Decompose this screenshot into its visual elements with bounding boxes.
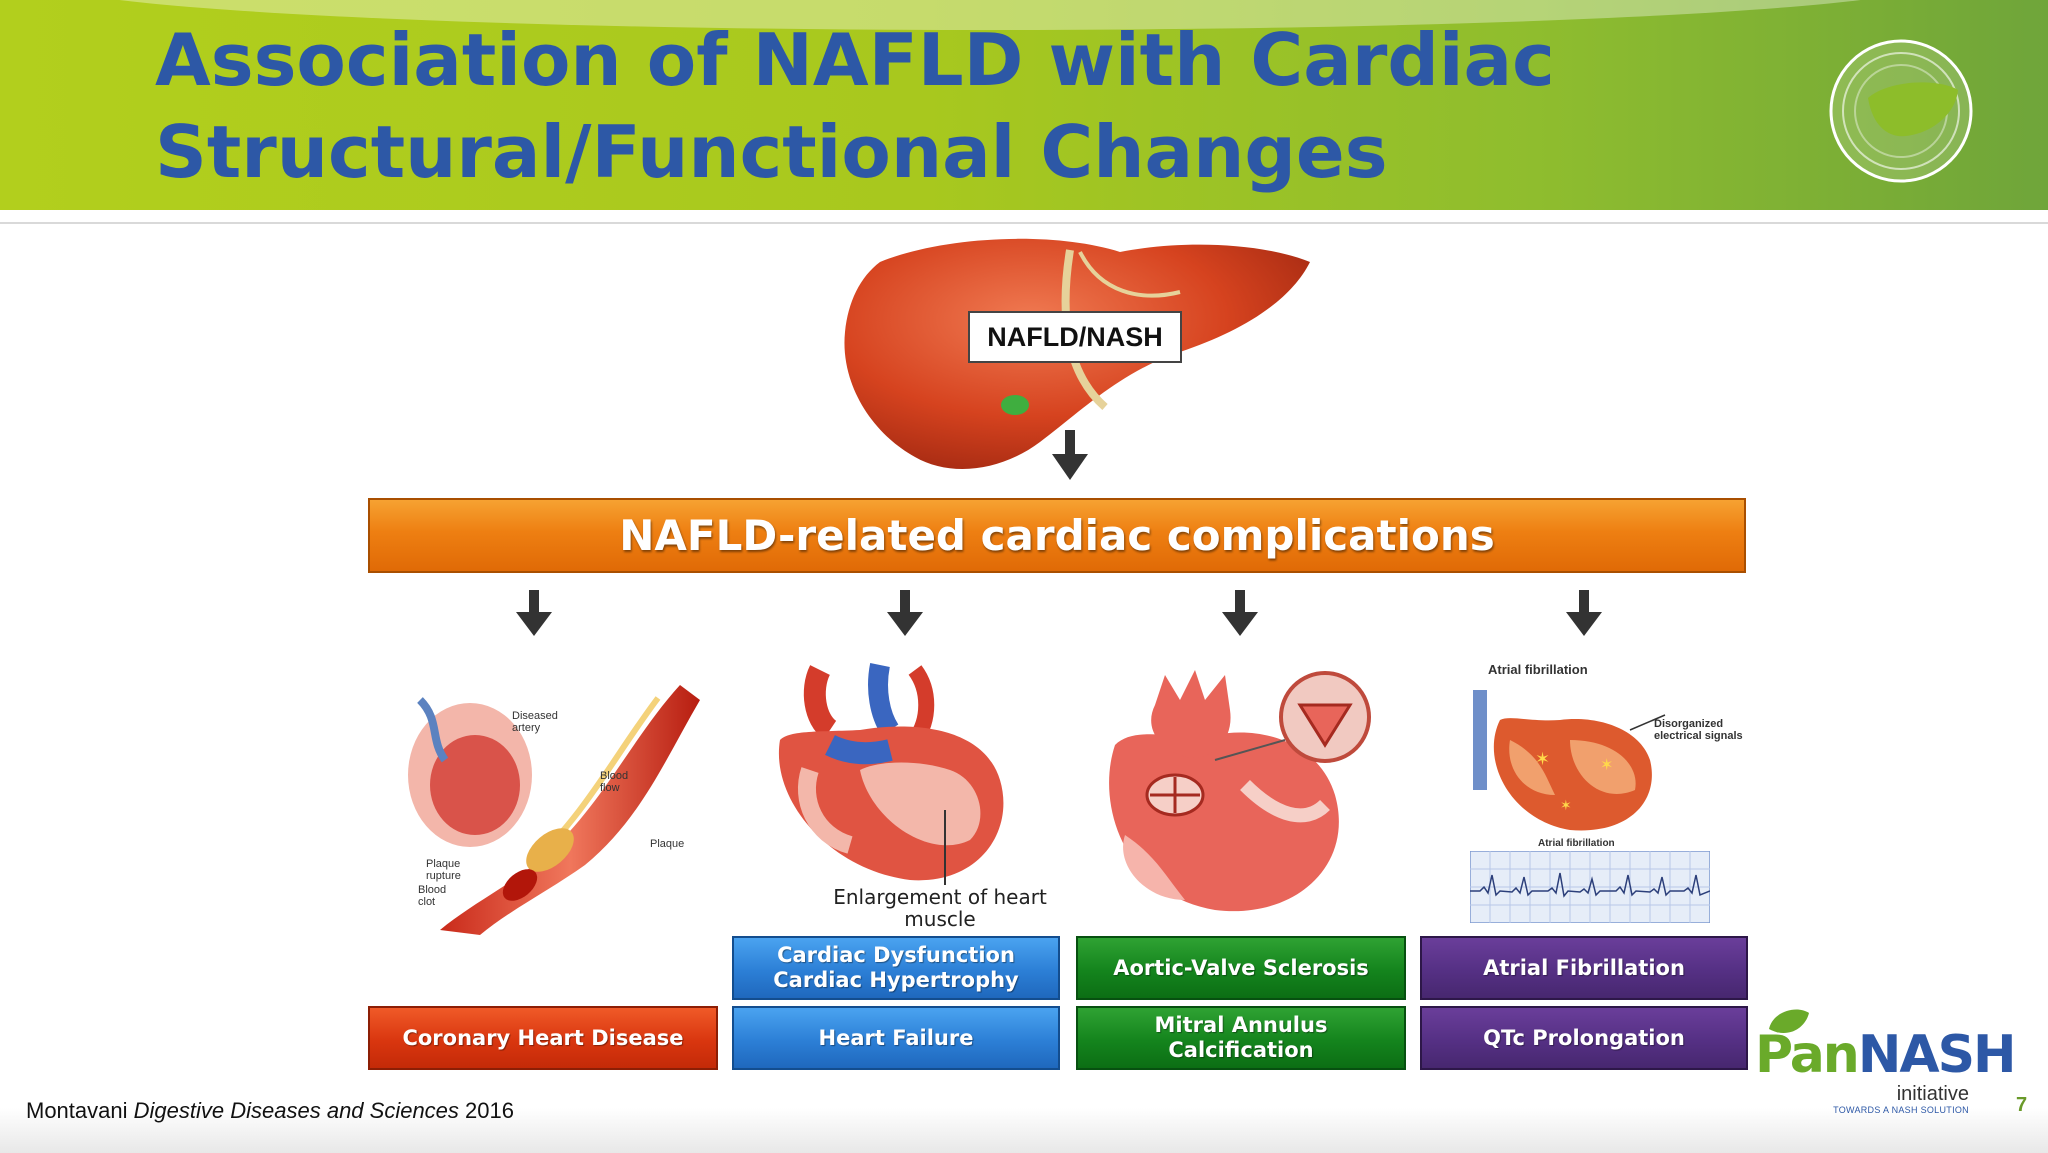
header-divider: [0, 222, 2048, 224]
pannash-logo: PanNASH initiative TOWARDS A NASH SOLUTI…: [1755, 1005, 2017, 1120]
brand-initiative: initiative: [1896, 1083, 1969, 1105]
label-disorganized-signals: Disorganized electrical signals: [1654, 718, 1743, 742]
label-diseased-artery: Diseased artery: [512, 710, 558, 734]
label-plaque-rupture: Plaque rupture: [426, 858, 461, 882]
label-plaque: Plaque: [650, 838, 685, 850]
arrow-down-icon: [1566, 590, 1602, 636]
arrow-down-icon: [887, 590, 923, 636]
citation-journal: Digestive Diseases and Sciences: [133, 1098, 459, 1123]
citation-year: 2016: [465, 1098, 514, 1123]
complication-aortic-valve-sclerosis: Aortic-Valve Sclerosis: [1076, 936, 1406, 1000]
citation-author: Montavani: [26, 1098, 128, 1123]
aortic-valve-illustration: [1109, 670, 1371, 912]
complication-cardiac-dysfunction-hypertrophy: Cardiac Dysfunction Cardiac Hypertrophy: [732, 936, 1060, 1000]
svg-text:✶: ✶: [1560, 797, 1572, 813]
page-number: 7: [2016, 1094, 2028, 1116]
arrow-down-icon: [516, 590, 552, 636]
complication-qtc-prolongation: QTc Prolongation: [1420, 1006, 1748, 1070]
slide-title-line-1: Association of NAFLD with Cardiac: [155, 18, 1555, 102]
arrow-down-icon: [1052, 430, 1088, 480]
pannash-leaf-icon: [1769, 1009, 1809, 1034]
arrow-down-icon: [1222, 590, 1258, 636]
nafld-nash-label: NAFLD/NASH: [968, 311, 1182, 363]
complications-banner: NAFLD-related cardiac complications: [368, 498, 1746, 573]
enlarged-heart-illustration: [778, 663, 1004, 885]
svg-text:✶: ✶: [1535, 749, 1550, 769]
label-atrial-fibrillation-top: Atrial fibrillation: [1488, 662, 1588, 677]
atrial-heart-illustration: ✶ ✶ ✶: [1473, 690, 1666, 831]
brand-name: PanNASH: [1755, 1025, 2017, 1085]
slide-title: Association of NAFLD with Cardiac Struct…: [155, 14, 1555, 198]
brand-pan: Pan: [1755, 1025, 1860, 1085]
svg-text:✶: ✶: [1600, 757, 1613, 774]
label-atrial-fibrillation-ecg: Atrial fibrillation: [1538, 838, 1615, 849]
footer-sheen: [0, 1108, 2048, 1153]
ecg-trace: [1470, 851, 1710, 923]
slide-title-line-2: Structural/Functional Changes: [155, 110, 1388, 194]
brand-tagline: TOWARDS A NASH SOLUTION: [1833, 1105, 1969, 1115]
label-blood-flow: Blood flow: [600, 770, 629, 794]
heart-muscle-caption: Enlargement of heart muscle: [833, 885, 1047, 931]
coronary-artery-illustration: [408, 685, 700, 935]
header-bar: Association of NAFLD with Cardiac Struct…: [0, 0, 2048, 210]
complication-coronary-heart-disease: Coronary Heart Disease: [368, 1006, 718, 1070]
citation: Montavani Digestive Diseases and Science…: [26, 1098, 514, 1124]
complication-mitral-annulus-calcification: Mitral Annulus Calcification: [1076, 1006, 1406, 1070]
liver-globe-icon: [1829, 39, 1973, 183]
complication-heart-failure: Heart Failure: [732, 1006, 1060, 1070]
label-blood-clot: Blood clot: [418, 884, 447, 908]
complication-atrial-fibrillation: Atrial Fibrillation: [1420, 936, 1748, 1000]
brand-nash: NASH: [1857, 1025, 2017, 1085]
